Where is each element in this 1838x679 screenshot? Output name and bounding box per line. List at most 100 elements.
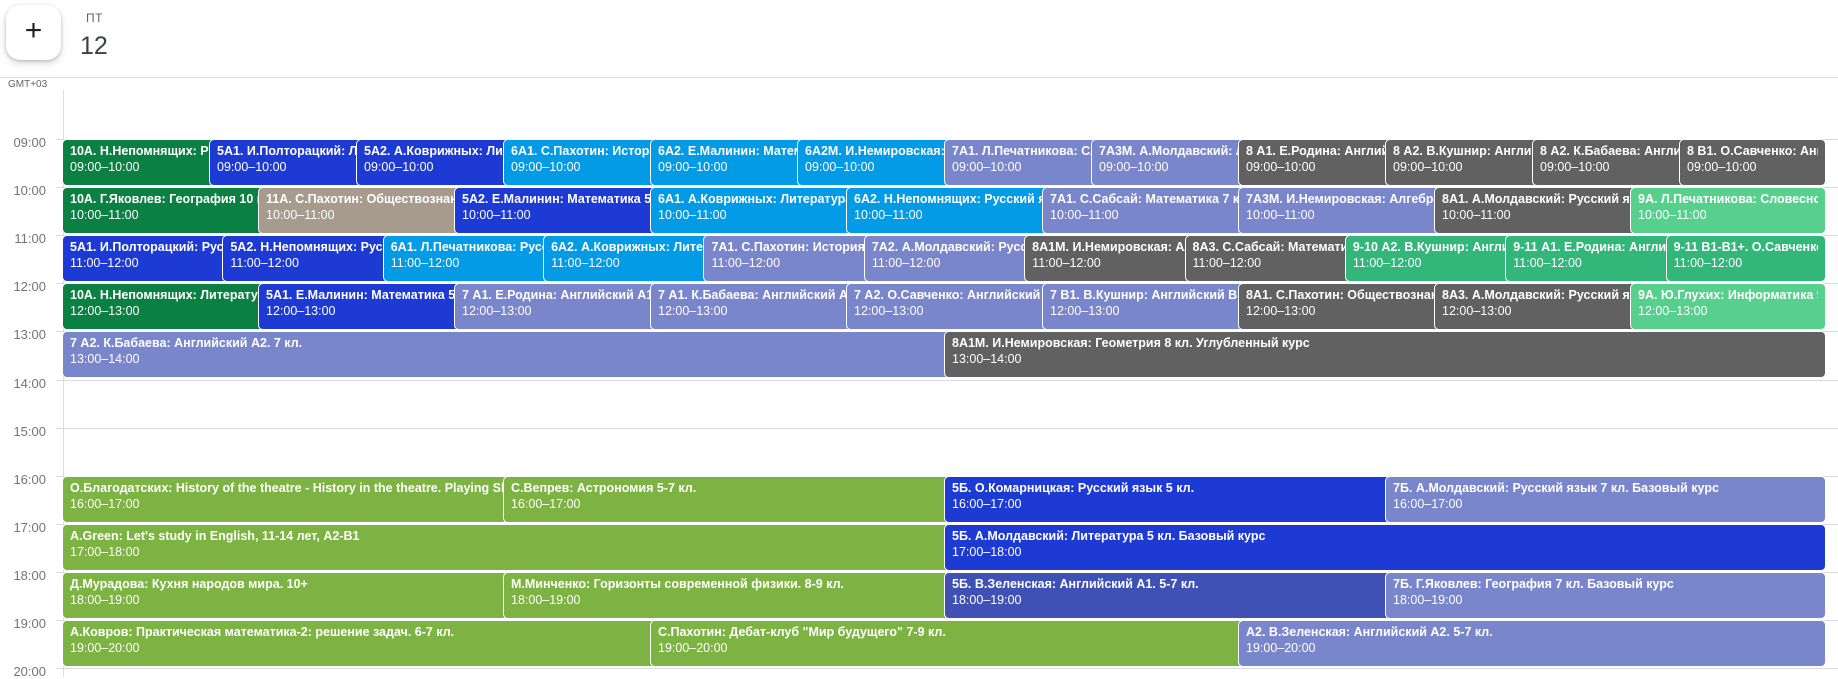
event-title: 8А1М. И.Немировская: Геометрия 8 кл. Угл… — [952, 336, 1310, 351]
event-time: 12:00–13:00 — [462, 304, 532, 319]
event-title: 10А. Г.Яковлев: География 10 кл. — [70, 192, 275, 207]
event-title: А.Ковров: Практическая математика-2: реш… — [70, 625, 455, 639]
event-title: 7 А1. К.Бабаева: Английский А1. 7 кл. — [658, 288, 891, 303]
event-time: 10:00–11:00 — [658, 208, 727, 223]
event-time: 09:00–10:00 — [805, 160, 875, 174]
event-time: 09:00–10:00 — [1393, 160, 1463, 174]
event-time: 09:00–10:00 — [1246, 160, 1316, 174]
event-title: 7А3М. И.Немировская: Алгебра 7 кл. — [1246, 192, 1473, 207]
hour-label: 20:00 — [13, 664, 46, 679]
event-time: 11:00–12:00 — [551, 256, 620, 271]
hour-label: 17:00 — [13, 519, 46, 535]
event-title: 11А. С.Пахотин: Обществознание 11 кл. — [266, 192, 511, 207]
plus-icon: + — [24, 14, 43, 47]
event-title: 5Б. А.Молдавский: Литература 5 кл. Базов… — [952, 528, 1266, 543]
calendar-event[interactable]: 7Б. Г.Яковлев: География 7 кл. Базовый к… — [1385, 571, 1826, 619]
event-title: 5Б. О.Комарницкая: Русский язык 5 кл. — [952, 480, 1195, 495]
event-title: 5Б. В.Зеленская: Английский А1. 5-7 кл. — [952, 576, 1199, 591]
event-time: 11:00–12:00 — [711, 256, 781, 271]
hour-gridline — [56, 427, 1838, 429]
event-title: 7Б. А.Молдавский: Русский язык 7 кл. Баз… — [1393, 480, 1719, 495]
event-time: 12:00–13:00 — [266, 304, 336, 319]
event-title: 8А1. С.Пахотин: Обществознание 8 кл. — [1246, 288, 1485, 303]
event-title: 8А3. С.Сабсай: Математика 8 кл. — [1192, 240, 1394, 255]
event-title: 9А. Ю.Глухих: Информатика 9 кл. — [1638, 288, 1818, 303]
event-title: 10А. Н.Непомнящих: Литература 10 кл. — [70, 288, 311, 303]
event-title: С.Вепрев: Астрономия 5-7 кл. — [511, 480, 697, 495]
event-time: 11:00–12:00 — [1513, 256, 1582, 271]
event-title: 5А2. Е.Малинин: Математика 5 кл. — [462, 192, 673, 207]
event-title: 7 В1. В.Кушнир: Английский В1. 7 кл. — [1050, 288, 1280, 303]
event-time: 18:00–19:00 — [70, 592, 140, 607]
hour-gridline — [56, 668, 1838, 670]
event-time: 12:00–13:00 — [658, 304, 728, 319]
event-title: А2. В.Зеленская: Английский А2. 5-7 кл. — [1246, 625, 1493, 639]
event-title: 7Б. Г.Яковлев: География 7 кл. Базовый к… — [1393, 576, 1674, 591]
hour-label: 19:00 — [13, 616, 46, 631]
hour-label: 11:00 — [14, 231, 46, 247]
event-title: 7А1. С.Сабсай: Математика 7 кл. — [1050, 192, 1251, 207]
calendar-event[interactable]: 7Б. А.Молдавский: Русский язык 7 кл. Баз… — [1385, 475, 1826, 523]
event-time: 18:00–19:00 — [952, 592, 1022, 607]
hour-label: 09:00 — [13, 135, 46, 150]
hour-label: 14:00 — [13, 375, 46, 391]
hour-label: 15:00 — [13, 423, 46, 439]
hour-label: 18:00 — [13, 567, 46, 583]
create-button[interactable]: + — [6, 5, 61, 60]
event-time: 17:00–18:00 — [952, 544, 1022, 559]
day-name: ПТ — [86, 11, 103, 25]
event-time: 12:00–13:00 — [70, 304, 140, 319]
event-title: 9-11 В1-В1+. О.Савченко: Английский — [1673, 240, 1818, 255]
event-time: 19:00–20:00 — [1246, 641, 1316, 655]
event-time: 12:00–13:00 — [1442, 304, 1512, 319]
event-time: 12:00–13:00 — [1050, 304, 1120, 319]
timezone-label: GMT+03 — [8, 79, 48, 90]
calendar-event[interactable]: 9А. Ю.Глухих: Информатика 9 кл.12:00–13:… — [1630, 283, 1826, 331]
calendar-event[interactable]: 9-11 В1-В1+. О.Савченко: Английский11:00… — [1665, 235, 1826, 283]
event-time: 12:00–13:00 — [1638, 304, 1708, 319]
event-title: 6А2. Н.Непомнящих: Русский язык 6 кл. — [854, 192, 1101, 207]
event-time: 12:00–13:00 — [854, 304, 924, 319]
event-title: 7 А1. Е.Родина: Английский А1. 7 кл. — [462, 288, 689, 303]
event-time: 10:00–11:00 — [70, 208, 139, 223]
event-time: 11:00–12:00 — [1352, 256, 1422, 271]
event-title: Д.Мурадова: Кухня народов мира. 10+ — [70, 576, 308, 591]
calendar-event[interactable]: 8 В1. О.Савченко: Английский В1. 8 кл.09… — [1679, 139, 1826, 187]
event-time: 09:00–10:00 — [658, 160, 728, 174]
event-time: 09:00–10:00 — [511, 160, 581, 174]
event-title: М.Минченко: Горизонты современной физики… — [511, 576, 844, 591]
event-time: 09:00–10:00 — [217, 160, 287, 174]
calendar-event[interactable]: 9А. Л.Печатникова: Словесность 9 кл.10:0… — [1630, 187, 1826, 235]
event-time: 18:00–19:00 — [511, 592, 581, 607]
event-time: 11:00–12:00 — [390, 256, 460, 271]
event-time: 19:00–20:00 — [658, 641, 728, 655]
event-time: 10:00–11:00 — [1246, 208, 1315, 223]
event-time: 09:00–10:00 — [1540, 160, 1610, 174]
event-time: 16:00–17:00 — [70, 496, 140, 511]
event-time: 10:00–11:00 — [1050, 208, 1119, 223]
event-time: 19:00–20:00 — [70, 641, 140, 655]
event-time: 10:00–11:00 — [1638, 208, 1707, 223]
event-title: 8 В1. О.Савченко: Английский В1. 8 кл. — [1687, 144, 1818, 158]
event-time: 09:00–10:00 — [952, 160, 1022, 174]
event-time: 09:00–10:00 — [364, 160, 434, 174]
event-title: 7 А2. О.Савченко: Английский А2. 7 кл. — [854, 288, 1096, 303]
event-time: 11:00–12:00 — [230, 256, 299, 271]
event-title: 9А. Л.Печатникова: Словесность 9 кл. — [1638, 192, 1818, 207]
hour-label: 13:00 — [13, 327, 46, 343]
event-time: 09:00–10:00 — [1099, 160, 1169, 174]
event-title: 7А1. С.Пахотин: История 7 кл. — [711, 240, 897, 255]
calendar-event[interactable]: 8А1М. И.Немировская: Геометрия 8 кл. Угл… — [944, 331, 1826, 379]
day-number[interactable]: 12 — [80, 32, 108, 60]
event-time: 16:00–17:00 — [511, 496, 581, 511]
header-divider — [0, 77, 1838, 78]
event-time: 11:00–12:00 — [1032, 256, 1101, 271]
event-time: 13:00–14:00 — [70, 352, 140, 367]
calendar-event[interactable]: А2. В.Зеленская: Английский А2. 5-7 кл. 1… — [1238, 620, 1826, 668]
event-time: 12:00–13:00 — [1246, 304, 1316, 319]
hour-label: 10:00 — [13, 183, 46, 199]
event-time: 10:00–11:00 — [266, 208, 335, 223]
event-time: 18:00–19:00 — [1393, 592, 1463, 607]
calendar-event[interactable]: 5Б. А.Молдавский: Литература 5 кл. Базов… — [944, 523, 1826, 571]
